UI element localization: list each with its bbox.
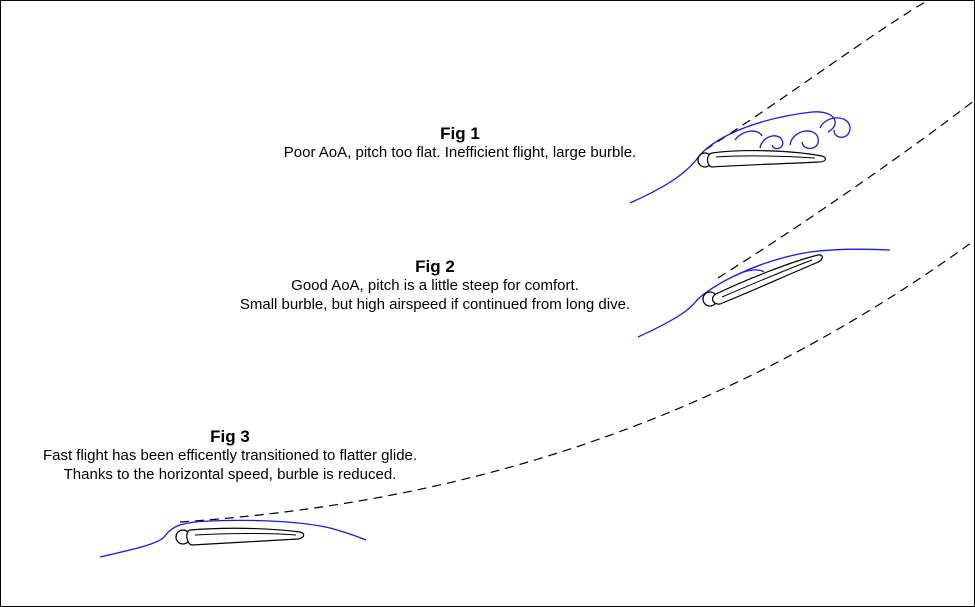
fig3-title: Fig 3 (210, 427, 250, 446)
fig1-wing-outline (706, 150, 827, 168)
fig2-wing-assembly (637, 248, 891, 338)
fig1-burble-swirl-left (734, 130, 763, 141)
fig2-description-line: Small burble, but high airspeed if conti… (239, 296, 631, 313)
fig1-burble-swirl-large (819, 117, 851, 138)
fig3-wing-inner (194, 533, 297, 536)
trajectory-1-dashed (704, 1, 926, 151)
fig1-burble-swirl-medium (789, 130, 819, 149)
fig1-title: Fig 1 (440, 124, 480, 143)
fig2-description-line: Good AoA, pitch is a little steep for co… (291, 277, 579, 294)
fig3-caption: Fig 3 Fast flight has been efficently tr… (10, 427, 450, 484)
fig2-burble-swirl (734, 269, 765, 277)
fig1-wing-assembly (629, 111, 851, 204)
fig2-caption: Fig 2 Good AoA, pitch is a little steep … (200, 257, 670, 314)
fig3-description-line: Fast flight has been efficently transiti… (42, 447, 418, 464)
fig1-airflow-line (629, 111, 836, 204)
fig2-title: Fig 2 (415, 257, 455, 276)
fig2-wing-inner (721, 259, 813, 298)
fig1-burble-swirl-small (759, 135, 784, 150)
fig3-airflow-line (99, 519, 367, 558)
trajectory-2-dashed (717, 99, 975, 279)
fig3-description-line: Thanks to the horizontal speed, burble i… (63, 466, 397, 483)
fig1-description-line: Poor AoA, pitch too flat. Inefficient fl… (283, 144, 637, 161)
fig2-airflow-line (637, 248, 891, 338)
fig2-wing-outline (711, 254, 823, 305)
fig1-wing-inner (715, 155, 816, 159)
fig3-wing-outline (186, 527, 305, 546)
trajectory-3-dashed (179, 239, 975, 523)
fig3-wing-assembly (99, 519, 367, 558)
fig1-caption: Fig 1 Poor AoA, pitch too flat. Ineffici… (250, 124, 670, 162)
